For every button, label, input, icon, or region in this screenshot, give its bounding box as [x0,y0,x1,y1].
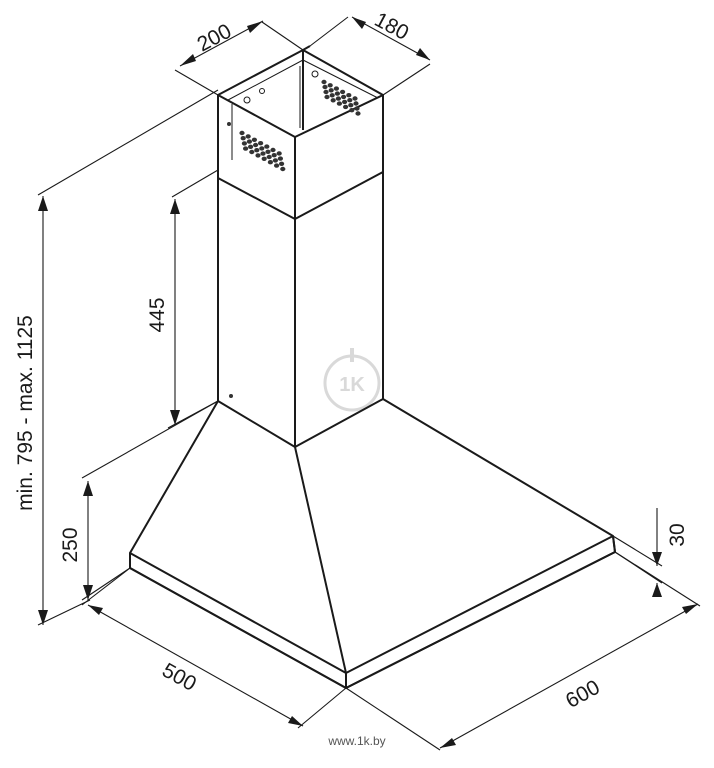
vent-hole [348,103,354,108]
base-front-edge [129,553,347,689]
vent-holes-left [239,130,286,172]
vent-hole [349,108,355,113]
vent-hole [342,99,348,105]
vent-hole [253,142,259,148]
vent-hole [270,147,276,153]
vent-hole [335,96,341,101]
upper-chimney [217,94,296,219]
vent-hole [264,144,270,149]
vent-hole [329,93,335,98]
vent-hole [330,98,336,103]
dim-label-30: 30 [666,523,689,546]
vent-hole [343,104,349,110]
dim-label-445: 445 [146,297,169,332]
upper-chimney-right [294,94,384,172]
vent-hole [322,84,328,90]
hood-body [129,45,616,689]
vent-hole [347,98,353,103]
vent-hole [340,89,346,95]
watermark-text: 1K [339,374,365,396]
vent-hole [265,149,271,154]
vent-hole [243,146,249,151]
screw-dot [227,122,231,126]
bracket-hole [311,70,319,78]
vent-hole [355,111,361,116]
vent-hole [239,130,245,136]
screw-dot [229,394,233,398]
vent-hole [323,89,329,95]
vent-hole [328,88,334,93]
site-credit: www.1k.by [327,734,385,748]
vent-hole [274,163,280,168]
base-right-edge [345,535,616,689]
vent-hole [267,160,273,165]
dim-hood-depth: 500 [81,567,347,729]
vent-hole [251,137,257,142]
dim-lower-chimney-height: 445 [146,169,219,429]
lower-chimney [217,171,384,447]
vent-hole [258,141,264,146]
dim-label-600: 600 [562,676,604,713]
vent-hole [324,94,330,100]
vent-hole [266,154,272,160]
mounting-bracket [302,45,311,130]
vent-hole [341,94,347,100]
vent-hole [241,141,247,146]
vent-hole [276,151,282,156]
vent-hole [279,161,285,166]
dim-base-thickness: 30 [612,508,689,597]
vent-hole [336,101,342,106]
dim-label-total-height: min. 795 - max. 1125 [14,315,37,511]
canopy-right-face [294,398,614,537]
vent-hole [240,136,246,141]
vent-hole [245,134,251,139]
dim-label-200: 200 [194,20,236,57]
vent-hole [321,79,327,85]
vent-hole [271,153,277,158]
vent-hole [277,156,283,161]
vent-hole [260,151,266,156]
vent-holes-right [321,79,361,116]
vent-hole [261,156,267,161]
vent-hole [259,146,265,151]
canopy-left-face [129,400,347,674]
vent-hole [272,158,278,163]
vent-hole [249,149,255,155]
bracket-hole [259,88,265,94]
bracket-inner-lines [227,59,379,160]
dim-chimney-depth: 180 [309,8,431,96]
vent-hole [333,86,339,91]
dim-total-height: min. 795 - max. 1125 [14,89,219,626]
dim-label-180: 180 [371,8,413,45]
vent-hole [354,106,360,111]
bracket-hole [243,96,251,104]
base-top-face [129,535,616,689]
vent-hole [352,96,358,101]
dim-canopy-height: 250 [59,400,219,601]
vent-hole [248,144,254,149]
vent-hole [246,139,252,144]
vent-hole [353,101,359,106]
vent-hole [346,93,352,98]
dim-label-250: 250 [59,527,82,562]
vent-hole [334,91,340,96]
watermark-logo: 1K [323,348,381,412]
vent-hole [327,83,333,88]
vent-hole [254,148,260,153]
vent-hole [280,166,286,172]
vent-hole [255,153,261,158]
